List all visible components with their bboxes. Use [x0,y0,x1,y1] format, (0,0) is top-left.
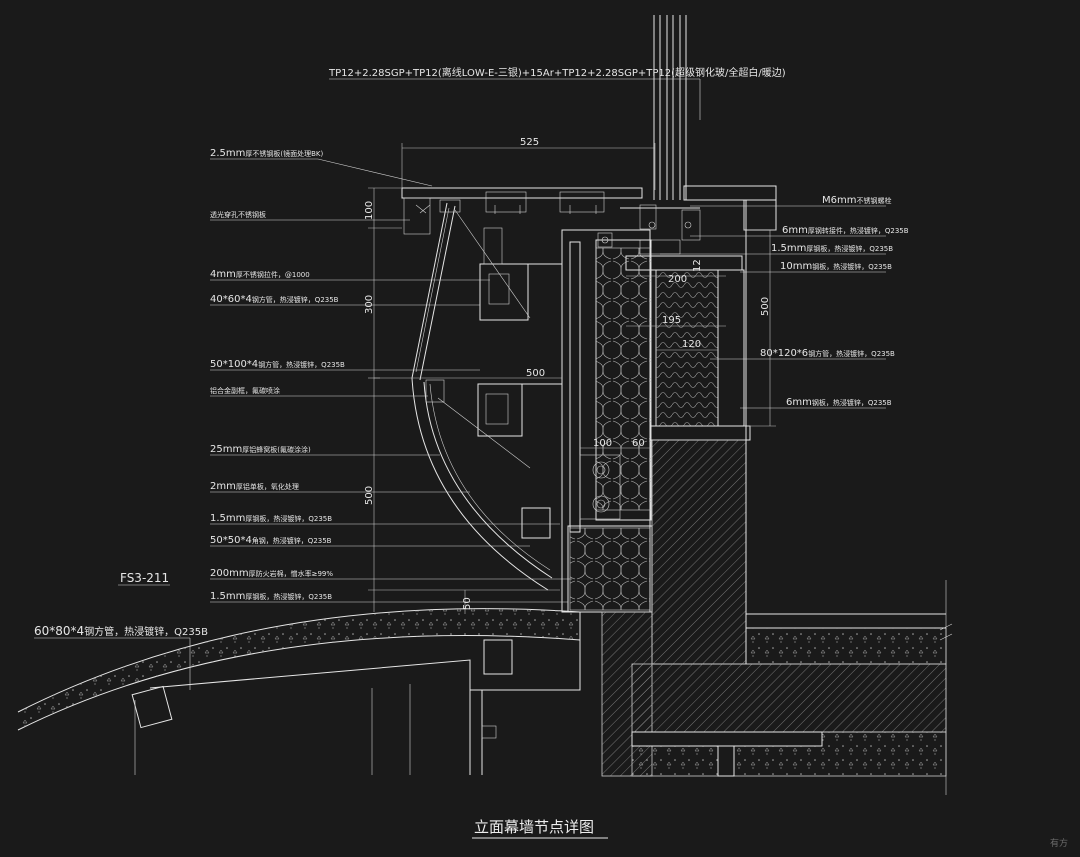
svg-text:10mm钢板，热浸镀锌，Q235B: 10mm钢板，热浸镀锌，Q235B [780,261,892,272]
callout-1: 透光穿孔不锈钢板 [210,210,410,221]
dim-label: 195 [662,315,681,326]
callout-8: 1.5mm厚钢板，热浸镀锌，Q235B [210,513,560,525]
curved-canopy [17,608,581,775]
rcallout-0: M6mm不锈钢螺栓 [690,195,891,207]
svg-text:1.5mm厚钢板，热浸镀锌，Q235B: 1.5mm厚钢板，热浸镀锌，Q235B [210,513,332,524]
svg-text:6mm钢板，热浸镀锌，Q235B: 6mm钢板，热浸镀锌，Q235B [786,397,892,408]
dim-label: 500 [760,297,771,316]
svg-text:1.5mm厚钢板，热浸镀锌，Q235B: 1.5mm厚钢板，热浸镀锌，Q235B [771,243,893,254]
rcallout-4: 80*120*6钢方管，热浸镀锌，Q235B [710,348,895,360]
glass-spec-annotation: TP12+2.28SGP+TP12(离线LOW-E-三银)+15Ar+TP12+… [328,66,786,120]
left-callouts: 2.5mm厚不锈钢板(镜面处理BK) 透光穿孔不锈钢板 4mm厚不锈钢拉件，@1… [210,148,572,603]
callout-9: 50*50*4角钢，热浸镀锌，Q235B [210,535,530,547]
dim-label: 500 [526,368,545,379]
section-ref-text: FS3-211 [120,571,169,585]
dim-label: 300 [364,295,375,314]
dim-label: 200 [668,274,687,285]
glass-unit [653,15,687,200]
svg-text:6mm厚钢转接件，热浸镀锌，Q235B: 6mm厚钢转接件，热浸镀锌，Q235B [782,225,909,236]
upper-right-frame [620,185,777,255]
dim-label: 525 [520,137,539,148]
svg-text:4mm厚不锈钢拉件，@1000: 4mm厚不锈钢拉件，@1000 [210,269,310,280]
callout-3: 40*60*4钢方管，热浸镀锌，Q235B [210,294,480,306]
dim-label: 120 [682,339,701,350]
glass-spec-text: TP12+2.28SGP+TP12(离线LOW-E-三银)+15Ar+TP12+… [328,66,786,79]
right-callouts: M6mm不锈钢螺栓 6mm厚钢转接件，热浸镀锌，Q235B 1.5mm厚钢板，热… [660,195,909,409]
svg-text:40*60*4钢方管，热浸镀锌，Q235B: 40*60*4钢方管，热浸镀锌，Q235B [210,294,339,305]
callout-6: 25mm厚铝蜂窝板(氟碳涂涂) [210,444,440,456]
dim-label: 100 [364,201,375,220]
right-vertical-dimension: 500 [744,229,776,427]
internal-dimensions: 200 195 120 500 100 60 12 [374,259,726,449]
svg-text:1.5mm厚钢板，热浸镀锌，Q235B: 1.5mm厚钢板，热浸镀锌，Q235B [210,591,332,602]
dimension-525: 525 [401,137,656,190]
dim-label: 50 [462,597,473,610]
title-text: 立面幕墙节点详图 [474,818,594,836]
svg-text:80*120*6钢方管，热浸镀锌，Q235B: 80*120*6钢方管，热浸镀锌，Q235B [760,348,895,359]
svg-text:铝合金副框，氟碳喷涂: 铝合金副框，氟碳喷涂 [210,386,280,395]
callout-4: 50*100*4钢方管，热浸镀锌，Q235B [210,359,480,371]
svg-text:50*50*4角钢，热浸镀锌，Q235B: 50*50*4角钢，热浸镀锌，Q235B [210,535,332,546]
callout-0: 2.5mm厚不锈钢板(镜面处理BK) [210,148,433,187]
top-cap-plate [401,187,643,235]
dim-label: 500 [364,486,375,505]
svg-text:2mm厚铝单板，氧化处理: 2mm厚铝单板，氧化处理 [210,481,299,492]
rcallout-5: 6mm钢板，热浸镀锌，Q235B [740,397,892,409]
dim-label: 100 [593,438,612,449]
callout-10: 200mm厚防火岩棉，憎水率≥99% [210,568,572,580]
svg-text:2.5mm厚不锈钢板(镜面处理BK): 2.5mm厚不锈钢板(镜面处理BK) [210,148,324,159]
concrete-wall [601,200,953,795]
rcallout-3: 10mm钢板，热浸镀锌，Q235B [740,261,892,273]
svg-text:200mm厚防火岩棉，憎水率≥99%: 200mm厚防火岩棉，憎水率≥99% [210,568,333,579]
bottom-left-callout: 60*80*4钢方管，热浸镀锌，Q235B [34,624,208,690]
rcallout-2: 1.5mm厚钢板，热浸镀锌，Q235B [660,243,893,255]
rcallout-1: 6mm厚钢转接件，热浸镀锌，Q235B [690,225,909,237]
main-vertical-frame [561,229,751,613]
svg-text:60*80*4钢方管，热浸镀锌，Q235B: 60*80*4钢方管，热浸镀锌，Q235B [34,624,208,638]
watermark: 有方 [1049,839,1068,849]
curved-cladding [411,199,553,591]
dim-label: 60 [632,438,645,449]
svg-text:25mm厚铝蜂窝板(氟碳涂涂): 25mm厚铝蜂窝板(氟碳涂涂) [210,444,311,455]
drawing-title: 立面幕墙节点详图 [472,818,608,839]
dim-label: 12 [692,259,703,272]
vertical-dimension-chain: 100 300 500 50 [364,187,560,614]
callout-7: 2mm厚铝单板，氧化处理 [210,481,470,493]
callout-5: 铝合金副框，氟碳喷涂 [210,386,428,397]
section-reference: FS3-211 [118,571,170,586]
callout-11: 1.5mm厚钢板，热浸镀锌，Q235B [210,591,568,603]
svg-text:50*100*4钢方管，热浸镀锌，Q235B: 50*100*4钢方管，热浸镀锌，Q235B [210,359,345,370]
callout-2: 4mm厚不锈钢拉件，@1000 [210,269,490,281]
inner-steel-tubes [477,227,562,539]
svg-text:M6mm不锈钢螺栓: M6mm不锈钢螺栓 [822,195,891,206]
svg-text:透光穿孔不锈钢板: 透光穿孔不锈钢板 [210,210,266,219]
